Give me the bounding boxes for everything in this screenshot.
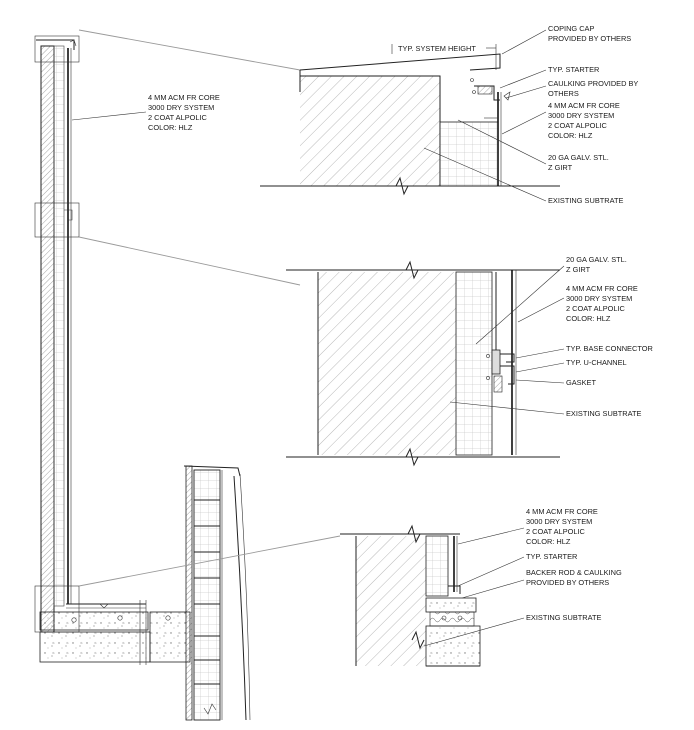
gasket-label: GASKET [566, 378, 596, 387]
d3-panel-line-4: COLOR: HLZ [526, 537, 571, 546]
callout-box-top [34, 35, 80, 63]
caulking-line-2: OTHERS [548, 89, 579, 98]
caulking-line-1: CAULKING PROVIDED BY [548, 79, 638, 88]
d2-zgirt-line-1: 20 GA GALV. STL. [566, 255, 627, 264]
existing-subtrate-2: EXISTING SUBTRATE [566, 409, 641, 418]
typ-starter-2: TYP. STARTER [526, 552, 577, 561]
d3-panel-line-1: 4 MM ACM FR CORE [526, 507, 598, 516]
d1-panel-line-4: COLOR: HLZ [548, 131, 593, 140]
d1-zgirt-line-1: 20 GA GALV. STL. [548, 153, 609, 162]
detail-base-connector-notes: 20 GA GALV. STL. Z GIRT 4 MM ACM FR CORE… [449, 255, 653, 418]
callout-box-mid [34, 202, 80, 238]
detail-starter [340, 524, 481, 667]
projection-line-mid [78, 236, 301, 286]
d1-panel-line-2: 3000 DRY SYSTEM [548, 111, 614, 120]
main-panel-note: 4 MM ACM FR CORE 3000 DRY SYSTEM 2 COAT … [71, 93, 220, 132]
d2-panel-line-3: 2 COAT ALPOLIC [566, 304, 626, 313]
existing-subtrate-1: EXISTING SUBTRATE [548, 196, 623, 205]
d2-panel-line-2: 3000 DRY SYSTEM [566, 294, 632, 303]
d3-panel-line-3: 2 COAT ALPOLIC [526, 527, 586, 536]
d1-zgirt-line-2: Z GIRT [548, 163, 573, 172]
d1-panel-line-3: 2 COAT ALPOLIC [548, 121, 608, 130]
existing-subtrate-3: EXISTING SUBTRATE [526, 613, 601, 622]
detail-coping [260, 53, 560, 196]
base-connector-label: TYP. BASE CONNECTOR [566, 344, 653, 353]
main-wall-section [36, 39, 191, 665]
coping-cap-line-2: PROVIDED BY OTHERS [548, 34, 631, 43]
projection-line-bottom [78, 535, 341, 587]
coping-cap-line-1: COPING CAP [548, 24, 594, 33]
callout-box-bottom [34, 585, 80, 633]
main-panel-line-1: 4 MM ACM FR CORE [148, 93, 220, 102]
d2-panel-line-1: 4 MM ACM FR CORE [566, 284, 638, 293]
detail-coping-notes: COPING CAP PROVIDED BY OTHERS TYP. SYSTE… [391, 24, 638, 205]
backer-rod-line-2: PROVIDED BY OTHERS [526, 578, 609, 587]
d2-panel-line-4: COLOR: HLZ [566, 314, 611, 323]
d3-panel-line-2: 3000 DRY SYSTEM [526, 517, 592, 526]
projection-line-top [78, 29, 301, 71]
lower-masonry-wall [183, 465, 251, 721]
detail-base-connector [286, 260, 560, 467]
main-panel-line-3: 2 COAT ALPOLIC [148, 113, 208, 122]
system-height-label: TYP. SYSTEM HEIGHT [398, 44, 476, 53]
d2-zgirt-line-2: Z GIRT [566, 265, 591, 274]
typ-starter-1: TYP. STARTER [548, 65, 599, 74]
backer-rod-line-1: BACKER ROD & CAULKING [526, 568, 622, 577]
main-panel-line-4: COLOR: HLZ [148, 123, 193, 132]
u-channel-label: TYP. U-CHANNEL [566, 358, 627, 367]
d1-panel-line-1: 4 MM ACM FR CORE [548, 101, 620, 110]
detail-starter-notes: 4 MM ACM FR CORE 3000 DRY SYSTEM 2 COAT … [423, 507, 622, 647]
main-panel-line-2: 3000 DRY SYSTEM [148, 103, 214, 112]
